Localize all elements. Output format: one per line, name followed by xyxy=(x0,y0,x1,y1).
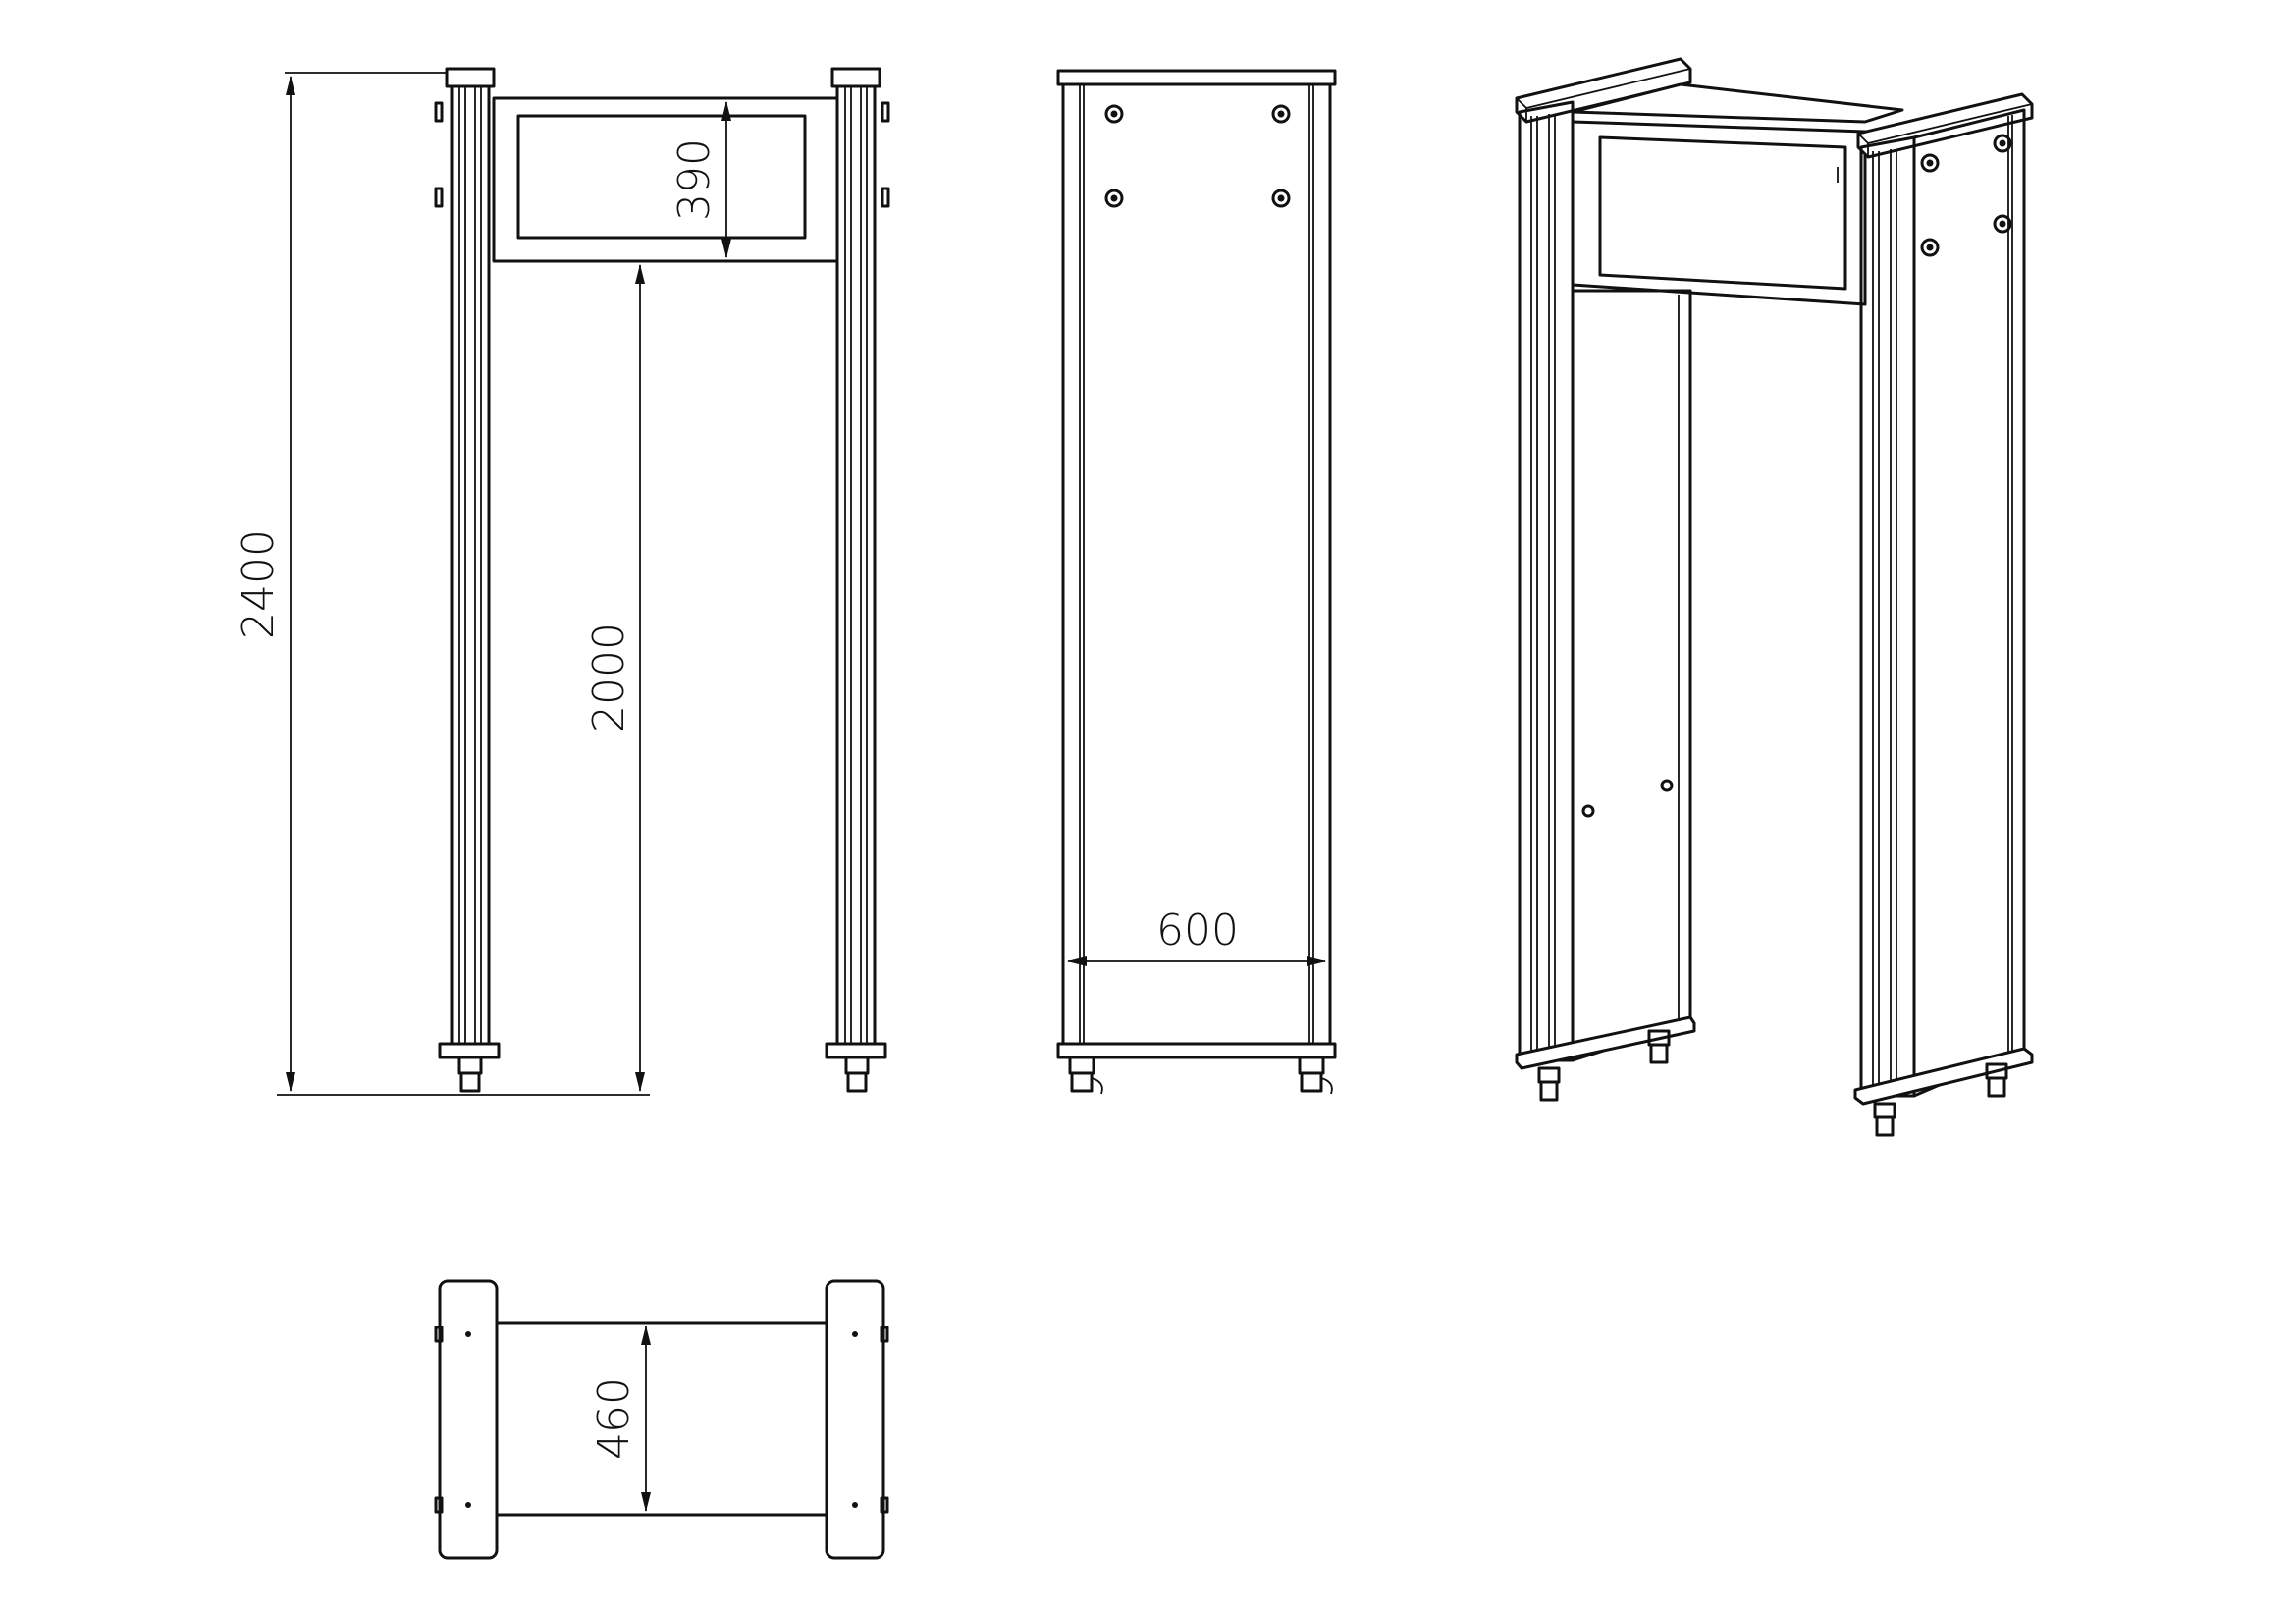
side-view: 600 xyxy=(1056,69,1337,1095)
header-height-label: 390 xyxy=(669,138,720,221)
passage-height-label: 2000 xyxy=(584,623,634,732)
passage-width-label: 600 xyxy=(1156,905,1239,955)
overall-height-label: 2400 xyxy=(234,529,284,639)
top-view: 460 xyxy=(434,1279,889,1560)
passage-depth-label: 460 xyxy=(589,1378,639,1460)
isometric-view xyxy=(1515,57,2034,1137)
front-view: 2400 2000 390 xyxy=(234,67,890,1096)
